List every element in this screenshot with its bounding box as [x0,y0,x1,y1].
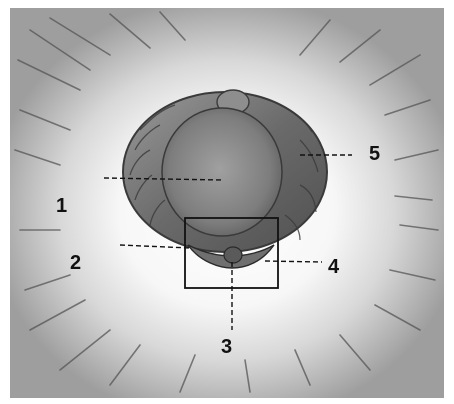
label-2: 2 [70,253,81,273]
leader-line-4 [265,261,322,262]
frenulum [224,247,242,263]
label-3: 3 [221,337,232,357]
label-5: 5 [369,144,380,164]
label-4: 4 [328,257,339,277]
center-mass [162,108,282,236]
label-1: 1 [56,196,67,216]
